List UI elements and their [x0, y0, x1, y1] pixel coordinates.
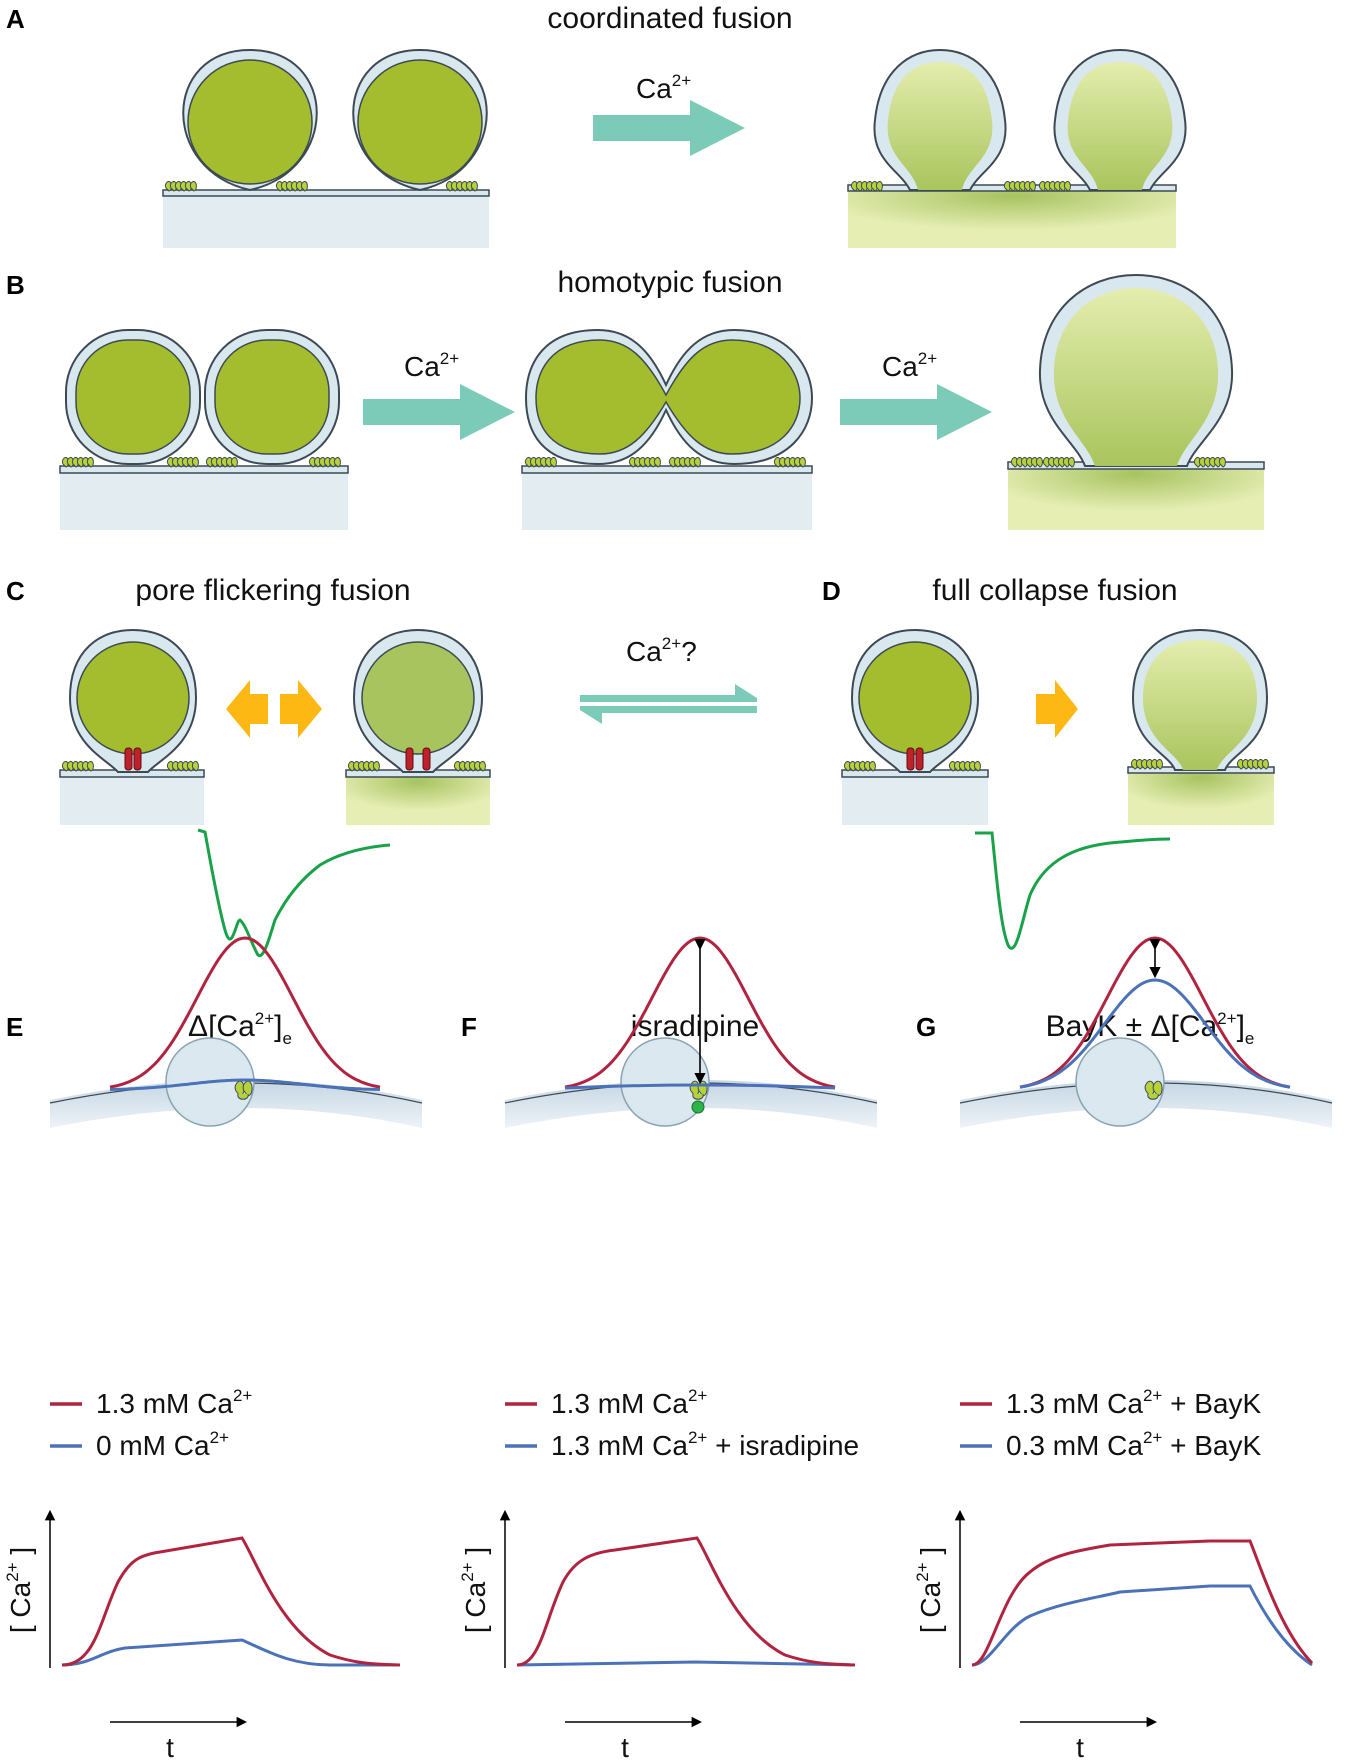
- cell-body: [60, 473, 348, 530]
- vesicle: [68, 628, 198, 773]
- trace-blue: [61, 1638, 400, 1667]
- fused-vesicle: [873, 48, 1007, 191]
- calcium-channel-icon: [1144, 1080, 1163, 1100]
- large-fused-vesicle: [1038, 273, 1234, 467]
- ca-label-b1: Ca2+: [404, 349, 459, 382]
- arrow-right-icon: [593, 100, 745, 156]
- panel-e-title: Δ[Ca2+]e: [188, 1009, 292, 1048]
- double-arrow-icon: [226, 680, 322, 738]
- ca-question-label: Ca2+?: [626, 634, 697, 667]
- legend-item: 1.3 mM Ca2+ + isradipine: [551, 1428, 859, 1461]
- plasma-membrane: [59, 769, 205, 778]
- amperometric-trace-flicker: [197, 828, 391, 958]
- ca-profile-red: [1019, 936, 1291, 1089]
- panel-d-title: full collapse fusion: [932, 574, 1177, 607]
- x-axis-label: t: [621, 1732, 629, 1761]
- cell-body: [522, 473, 812, 530]
- ca-profile-blue: [109, 1078, 381, 1091]
- panel-d: D full collapse fusion: [822, 574, 1275, 950]
- panel-a: A coordinated fusion Ca2+: [6, 2, 1187, 248]
- panel-a-title: coordinated fusion: [547, 2, 792, 35]
- panel-letter-a: A: [6, 4, 25, 34]
- y-axis-label: [ Ca2+ ]: [458, 1547, 491, 1633]
- ca-profile-blue: [1019, 978, 1291, 1089]
- panel-letter-f: F: [461, 1012, 477, 1042]
- panel-c-title: pore flickering fusion: [135, 574, 410, 607]
- plasma-membrane: [59, 465, 349, 474]
- ca-label-b2: Ca2+: [882, 349, 937, 382]
- amperometric-trace-collapse: [975, 831, 1171, 950]
- fusion-pore: [124, 747, 142, 771]
- cell-body: [842, 777, 988, 825]
- cell-body-fused: [346, 777, 490, 825]
- cell-body: [163, 196, 489, 248]
- arrow-right-icon: [840, 384, 992, 440]
- panel-letter-g: G: [916, 1012, 936, 1042]
- collapsing-vesicle: [1131, 628, 1269, 771]
- cell-body-fused: [848, 190, 1176, 248]
- legend-item: 1.3 mM Ca2+: [551, 1386, 707, 1419]
- plasma-membrane: [521, 465, 813, 474]
- panel-letter-e: E: [6, 1012, 23, 1042]
- vesicle: [352, 48, 488, 192]
- cell-body-fused: [1008, 468, 1264, 530]
- plasma-membrane: [841, 769, 989, 778]
- plasma-membrane: [162, 189, 490, 197]
- calcium-channel-icon: [234, 1080, 253, 1100]
- trace-red: [971, 1539, 1314, 1667]
- vesicle: [182, 48, 318, 192]
- legend-item: 1.3 mM Ca2+: [96, 1386, 252, 1419]
- plasma-membrane: [345, 769, 491, 778]
- fusing-vesicle-pair: [524, 328, 814, 466]
- ca-profile-red: [564, 936, 836, 1089]
- panel-b-title: homotypic fusion: [557, 266, 782, 299]
- cell-body: [60, 777, 204, 825]
- fusion-pore: [405, 747, 431, 771]
- panel-c: C pore flickering fusion: [6, 574, 491, 958]
- time-course-plot: t [ Ca2+ ]: [458, 1509, 856, 1761]
- vesicle: [204, 329, 340, 465]
- panel-letter-d: D: [822, 576, 841, 606]
- trace-red: [516, 1536, 856, 1667]
- fusion-pore: [906, 747, 924, 771]
- legend-item: 0 mM Ca2+: [96, 1428, 229, 1461]
- panel-letter-b: B: [6, 270, 25, 300]
- cell-body-fused: [1128, 772, 1274, 825]
- legend-item: 1.3 mM Ca2+ + BayK: [1006, 1386, 1261, 1419]
- y-axis-label: [ Ca2+ ]: [913, 1547, 946, 1633]
- vesicle: [65, 329, 201, 465]
- trace-blue: [971, 1584, 1313, 1667]
- trace-blue: [516, 1660, 856, 1667]
- panel-f-title: isradipine: [631, 1010, 759, 1043]
- arrow-right-icon: [1036, 680, 1078, 738]
- reversible-arrow: Ca2+?: [580, 634, 757, 724]
- panel-b: B homotypic fusion Ca2+: [6, 266, 1265, 530]
- ca-label-a: Ca2+: [636, 71, 691, 104]
- vesicle: [850, 628, 980, 773]
- time-course-plot: t [ Ca2+ ]: [913, 1509, 1314, 1761]
- legend-item: 0.3 mM Ca2+ + BayK: [1006, 1428, 1261, 1461]
- ca-profile-blue: [564, 1083, 836, 1090]
- arrow-right-icon: [363, 384, 515, 440]
- panel-g-title: BayK ± Δ[Ca2+]e: [1046, 1009, 1255, 1048]
- trace-red: [61, 1536, 401, 1667]
- y-axis-label: [ Ca2+ ]: [3, 1547, 36, 1633]
- vesicle-partially-released: [352, 628, 484, 773]
- panel-letter-c: C: [6, 576, 25, 606]
- x-axis-label: t: [166, 1732, 174, 1761]
- time-course-plot: t [ Ca2+ ]: [3, 1509, 401, 1761]
- panel-e: E Δ[Ca2+]e 1.3 mM Ca2+ 0 mM Ca2+ t [ Ca2+ ]: [3, 936, 423, 1761]
- isradipine-molecule: [691, 1100, 705, 1114]
- ca-profile-red: [109, 936, 381, 1089]
- x-axis-label: t: [1076, 1732, 1084, 1761]
- panel-g: G BayK ± Δ[Ca2+]e 1.3 mM Ca2+ + BayK 0.3 mM…: [913, 936, 1333, 1761]
- fused-vesicle: [1053, 48, 1187, 191]
